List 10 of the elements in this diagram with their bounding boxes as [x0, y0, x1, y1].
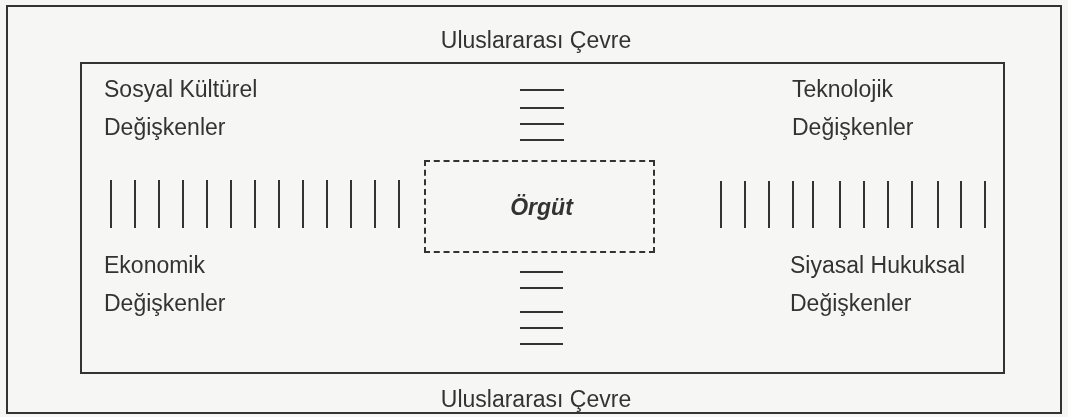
frame-box	[80, 62, 1005, 374]
frame-box	[6, 5, 1062, 414]
dashed-box	[424, 160, 655, 253]
variables-label: Siyasal Hukuksal Değişkenler	[790, 251, 967, 318]
variables-label: Sosyal Kültürel Değişkenler	[104, 75, 259, 142]
environment-label: Uluslararası Çevre	[439, 385, 633, 414]
variables-label: Teknolojik Değişkenler	[792, 75, 915, 142]
organization-label: Örgüt	[509, 193, 575, 222]
environment-label: Uluslararası Çevre	[439, 26, 633, 55]
variables-label: Ekonomik Değişkenler	[104, 251, 227, 318]
